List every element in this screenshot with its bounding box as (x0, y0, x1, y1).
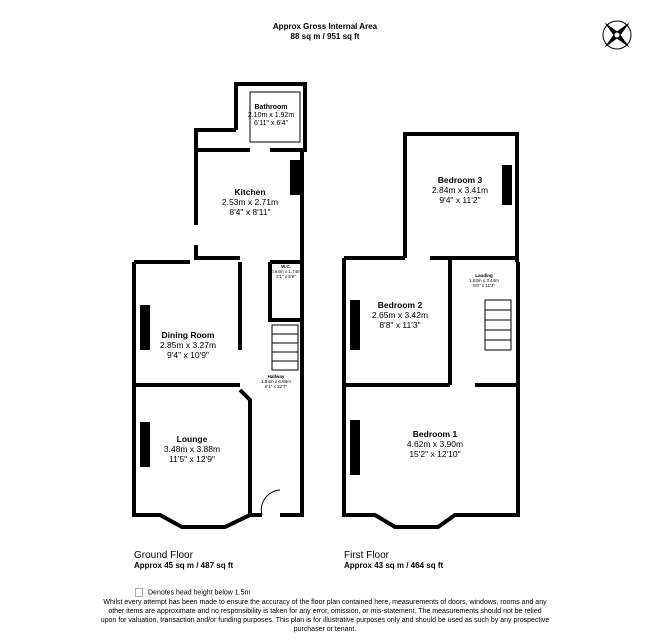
room-imperial: 2'1" x 5'9" (276, 274, 296, 280)
room-bedroom-1: Bedroom 1 4.62m x 3.90m 15'2" x 12'10" (360, 429, 510, 459)
floor-area: Approx 43 sq m / 464 sq ft (344, 561, 444, 570)
room-imperial: 9'4" x 10'9" (167, 349, 209, 360)
room-name: Bedroom 1 (412, 429, 458, 439)
ground-floor-fixtures (140, 160, 300, 467)
landing-stairs (484, 299, 512, 351)
room-imperial: 6'11" x 6'4" (254, 120, 288, 128)
room-landing: Landing 1.53m x 3.44m 5'0" x 11'3" (452, 273, 516, 289)
first-floor-walls (342, 132, 520, 529)
room-name: Kitchen (234, 187, 266, 197)
room-kitchen: Kitchen 2.53m x 2.71m 8'4" x 8'11" (200, 187, 300, 217)
room-imperial: 5'1" x 22'7" (264, 384, 288, 390)
room-imperial: 5'0" x 11'3" (473, 283, 495, 289)
room-name: Dining Room (161, 330, 215, 340)
room-metric: 2.85m x 3.27m (159, 339, 217, 350)
room-imperial: 11'5" x 12'9" (169, 453, 215, 464)
room-metric: 2.84m x 3.41m (431, 184, 489, 195)
floor-label: Ground Floor (134, 550, 193, 561)
ground-floor-walls (132, 82, 307, 529)
room-name: Bedroom 3 (437, 175, 483, 185)
ground-floor-caption: Ground Floor Approx 45 sq m / 487 sq ft (134, 550, 233, 570)
header-area: 88 sq m / 951 sq ft (290, 32, 360, 41)
first-floor-caption: First Floor Approx 43 sq m / 464 sq ft (344, 550, 443, 570)
hallway-stairs (195, 91, 301, 516)
room-wc: W.C. 0.64m x 1.74m 2'1" x 5'9" (266, 264, 306, 280)
room-dining-room: Dining Room 2.85m x 3.27m 9'4" x 10'9" (136, 330, 240, 360)
floor-area: Approx 45 sq m / 487 sq ft (134, 561, 234, 570)
first-floor-fixtures (350, 165, 512, 475)
room-metric: 3.48m x 3.88m (163, 443, 221, 454)
room-imperial: 8'4" x 8'11" (229, 206, 271, 217)
key-swatch (135, 588, 143, 597)
key-label: Denotes head height below 1.5m (148, 589, 251, 597)
floor-label: First Floor (344, 550, 389, 561)
room-name: W.C. (281, 264, 291, 269)
compass-rose-icon (602, 20, 632, 50)
room-metric: 1.53m x 3.44m (469, 278, 499, 284)
room-bedroom-2: Bedroom 2 2.65m x 3.42m 8'8" x 11'3" (350, 300, 450, 330)
header-title: Approx Gross Internal Area (272, 22, 378, 31)
header: Approx Gross Internal Area 88 sq m / 951… (0, 22, 650, 42)
room-name: Bedroom 2 (377, 300, 423, 310)
room-imperial: 8'8" x 11'3" (379, 319, 421, 330)
room-hallway: Hallway 1.54m x 6.88m 5'1" x 22'7" (250, 374, 302, 390)
room-metric: 1.54m x 6.88m (261, 379, 291, 385)
room-name: Landing (475, 273, 493, 278)
room-name: Hallway (267, 374, 285, 379)
room-lounge: Lounge 3.48m x 3.88m 11'5" x 12'9" (136, 434, 248, 464)
room-metric: 2.53m x 2.71m (221, 196, 279, 207)
room-name: Lounge (176, 434, 208, 444)
head-height-key: Denotes head height below 1.5m (135, 588, 250, 597)
room-metric: 2.10m x 1.92m (247, 112, 295, 120)
room-imperial: 15'2" x 12'10" (409, 448, 461, 459)
room-metric: 2.65m x 3.42m (371, 309, 429, 320)
room-metric: 4.62m x 3.90m (406, 438, 464, 449)
room-imperial: 9'4" x 11'2" (439, 194, 481, 205)
room-bathroom: Bathroom 2.10m x 1.92m 6'11" x 6'4" (236, 104, 306, 128)
room-name: Bathroom (254, 104, 288, 111)
room-metric: 0.64m x 1.74m (271, 269, 301, 275)
disclaimer: Whilst every attempt has been made to en… (100, 599, 550, 633)
room-bedroom-3: Bedroom 3 2.84m x 3.41m 9'4" x 11'2" (405, 175, 515, 205)
